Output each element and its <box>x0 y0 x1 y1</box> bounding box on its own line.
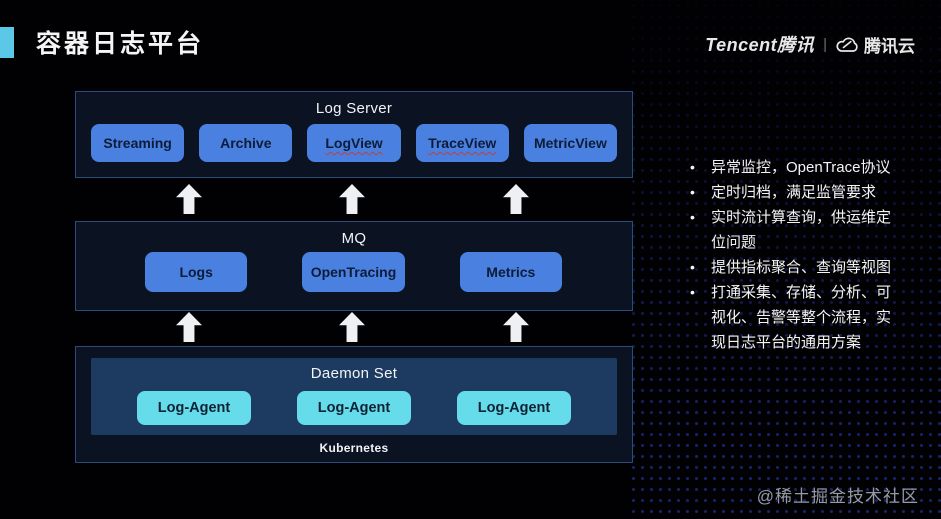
node-logs: Logs <box>145 252 248 292</box>
node-log-agent: Log-Agent <box>457 391 571 425</box>
layer-title: MQ <box>341 230 367 247</box>
node-metricview: MetricView <box>523 124 618 162</box>
bullet-item: 实时流计算查询，供运维定位问题 <box>688 205 900 255</box>
node-archive: Archive <box>199 124 293 162</box>
cloud-icon <box>836 37 858 52</box>
title-accent-bar <box>0 27 14 58</box>
layer-title: Daemon Set <box>310 365 398 382</box>
node-traceview: TraceView <box>415 124 509 162</box>
logo-divider: | <box>823 35 827 53</box>
up-arrow-icon <box>339 312 365 342</box>
up-arrow-icon <box>176 184 202 214</box>
up-arrow-icon <box>339 184 365 214</box>
feature-bullet-list: 异常监控，OpenTrace协议 定时归档，满足监管要求 实时流计算查询，供运维… <box>688 155 900 355</box>
layer-title: Log Server <box>315 100 393 117</box>
layer-mq: MQ Logs OpenTracing Metrics <box>75 221 633 311</box>
bullet-item: 定时归档，满足监管要求 <box>688 180 900 205</box>
mq-nodes: Logs OpenTracing Metrics <box>145 252 562 292</box>
node-logview: LogView <box>307 124 401 162</box>
log-server-nodes: Streaming Archive LogView TraceView Metr… <box>91 124 618 162</box>
node-metrics: Metrics <box>459 252 562 292</box>
node-log-agent: Log-Agent <box>137 391 251 425</box>
node-streaming: Streaming <box>91 124 185 162</box>
tencent-cloud-label: 腾讯云 <box>864 36 915 56</box>
tencent-cloud-logo: 腾讯云 <box>836 32 915 57</box>
brand-logos: Tencent腾讯 | 腾讯云 <box>705 31 915 57</box>
bullet-item: 异常监控，OpenTrace协议 <box>688 155 900 180</box>
up-arrow-icon <box>503 312 529 342</box>
bullet-item: 提供指标聚合、查询等视图 <box>688 255 900 280</box>
up-arrow-icon <box>176 312 202 342</box>
layer-daemon-set: Daemon Set Log-Agent Log-Agent Log-Agent <box>91 358 617 435</box>
daemon-set-nodes: Log-Agent Log-Agent Log-Agent <box>137 391 571 425</box>
up-arrow-icon <box>503 184 529 214</box>
kubernetes-caption: Kubernetes <box>319 441 389 455</box>
watermark: @稀土掘金技术社区 <box>756 487 919 506</box>
layer-kubernetes: Daemon Set Log-Agent Log-Agent Log-Agent… <box>75 346 633 463</box>
bullet-item: 打通采集、存储、分析、可视化、告警等整个流程，实现日志平台的通用方案 <box>688 280 900 355</box>
page-title: 容器日志平台 <box>36 29 205 58</box>
node-log-agent: Log-Agent <box>297 391 411 425</box>
layer-log-server: Log Server Streaming Archive LogView Tra… <box>75 91 633 178</box>
tencent-logo: Tencent腾讯 <box>705 35 815 55</box>
node-opentracing: OpenTracing <box>302 252 405 292</box>
